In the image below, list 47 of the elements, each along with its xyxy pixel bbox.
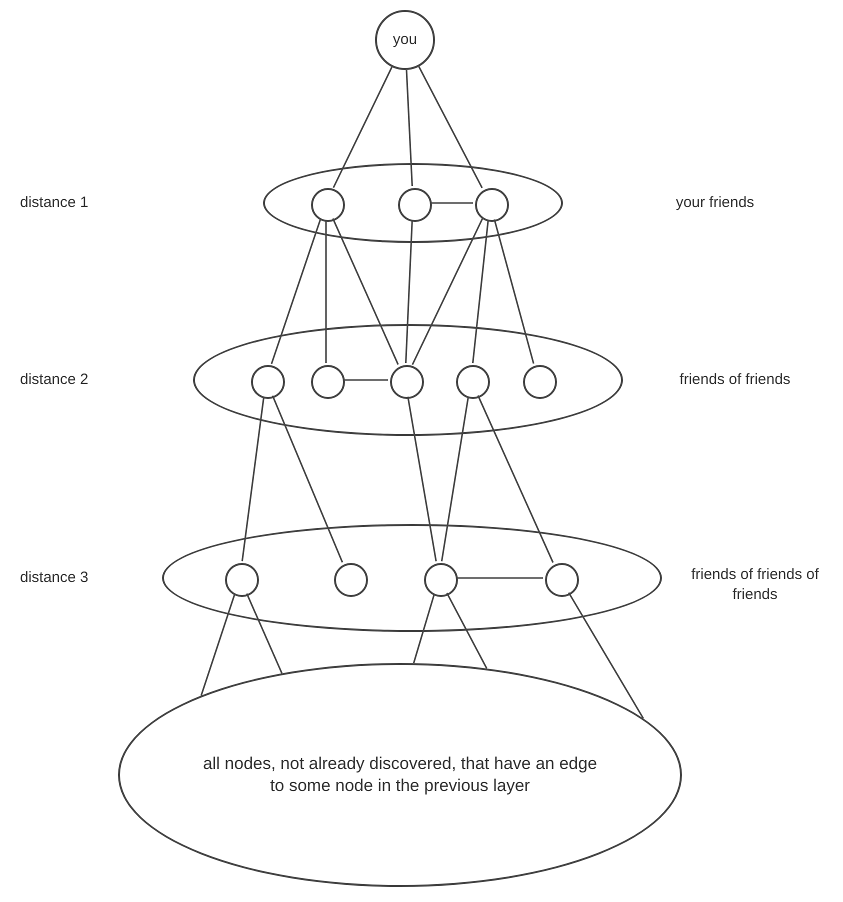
node-circle [251, 365, 285, 399]
node-circle [225, 563, 259, 597]
edge-line [494, 219, 534, 364]
node-circle [456, 365, 490, 399]
edge-line [440, 396, 470, 562]
layer-label: your friends [674, 193, 756, 212]
distance-label: distance 1 [20, 193, 90, 212]
node-circle [523, 365, 557, 399]
edge-line [343, 379, 388, 381]
node-circle [311, 188, 345, 222]
edge-line [241, 396, 265, 562]
layer-label: friends of friends of friends [690, 565, 820, 604]
node-circle [398, 188, 432, 222]
edge-line [568, 592, 644, 719]
edge-line [200, 594, 236, 696]
edge-line [405, 220, 413, 364]
edge-line [446, 592, 488, 669]
edge-line [272, 395, 344, 563]
layer-description: all nodes, not already discovered, that have an edge to some node in the previous layer [202, 752, 598, 797]
node-circle [375, 10, 435, 70]
edge-line [325, 220, 327, 363]
edge-line [332, 218, 399, 365]
layer-ellipse [118, 663, 682, 887]
edge-line [456, 577, 543, 579]
layer-ellipse [162, 524, 662, 632]
node-circle [390, 365, 424, 399]
node-circle [475, 188, 509, 222]
layer-label: friends of friends [678, 370, 792, 390]
node-label: you [392, 30, 418, 50]
edge-line [407, 396, 437, 562]
edge-line [332, 66, 393, 188]
edge-line [418, 66, 483, 188]
node-circle [311, 365, 345, 399]
edge-line [430, 202, 473, 204]
node-circle [424, 563, 458, 597]
distance-label: distance 2 [20, 370, 90, 390]
edge-line [270, 218, 322, 364]
edge-line [412, 218, 484, 366]
edge-line [472, 220, 489, 364]
layer-ellipse [263, 163, 563, 243]
edge-line [406, 70, 413, 186]
edge-line [477, 395, 554, 563]
node-circle [545, 563, 579, 597]
layer-ellipse [193, 324, 623, 436]
node-circle [334, 563, 368, 597]
edge-line [412, 594, 435, 664]
distance-label: distance 3 [20, 568, 90, 588]
